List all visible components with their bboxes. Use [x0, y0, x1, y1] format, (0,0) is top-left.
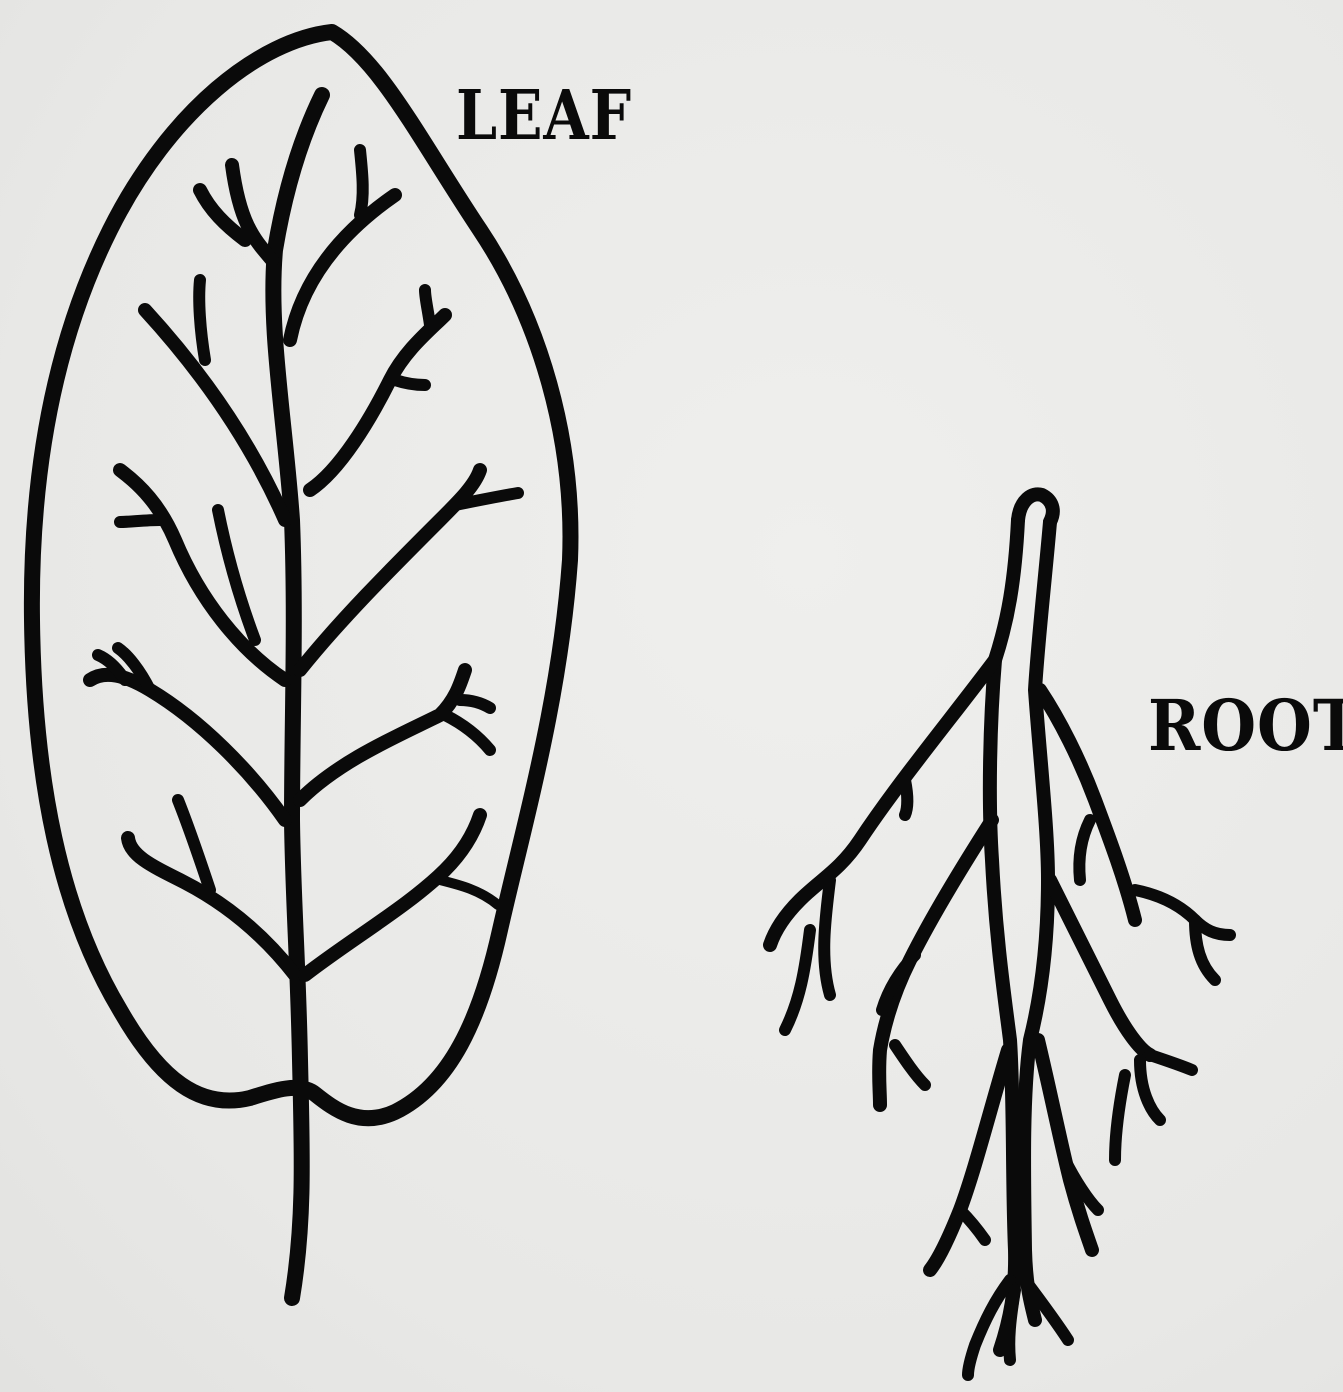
leaf-vein [360, 150, 363, 215]
leaf-label: LEAF [456, 76, 632, 156]
root-branch [1038, 1040, 1092, 1250]
root-branch [930, 1050, 1008, 1270]
leaf-drawing [32, 32, 571, 1298]
root-label: ROOT [1148, 684, 1343, 767]
root-drawing [770, 494, 1230, 1375]
leaf-vein [460, 700, 490, 708]
root-branch [770, 660, 995, 945]
leaf-vein [305, 815, 480, 975]
root-branch [895, 1045, 925, 1085]
leaf-vein [120, 470, 285, 680]
root-branch [960, 1210, 985, 1240]
leaf-vein [425, 290, 430, 325]
leaf-vein [145, 310, 285, 520]
leaf-vein [395, 380, 425, 385]
root-branch [785, 930, 810, 1030]
root-main [1024, 522, 1050, 1320]
root-branch [1009, 1290, 1015, 1360]
root-branch [824, 880, 830, 995]
leaf-vein [300, 670, 465, 800]
root-main [990, 520, 1018, 1350]
root-branch [1115, 1075, 1125, 1160]
leaf-vein [120, 520, 160, 522]
leaf-vein [232, 165, 272, 260]
leaf-vein [310, 315, 445, 490]
leaf-vein [199, 280, 205, 360]
leaf-vein [90, 675, 285, 820]
leaf-vein [290, 195, 395, 340]
leaf-vein [445, 715, 490, 750]
root-branch [1140, 1060, 1160, 1120]
root-branch [879, 820, 992, 1105]
root-branch [1079, 820, 1090, 880]
root-branch [1150, 1055, 1192, 1070]
root-branch [1135, 890, 1230, 935]
leaf-vein [440, 880, 498, 905]
root-branch [905, 780, 907, 815]
leaf-vein [128, 838, 295, 975]
